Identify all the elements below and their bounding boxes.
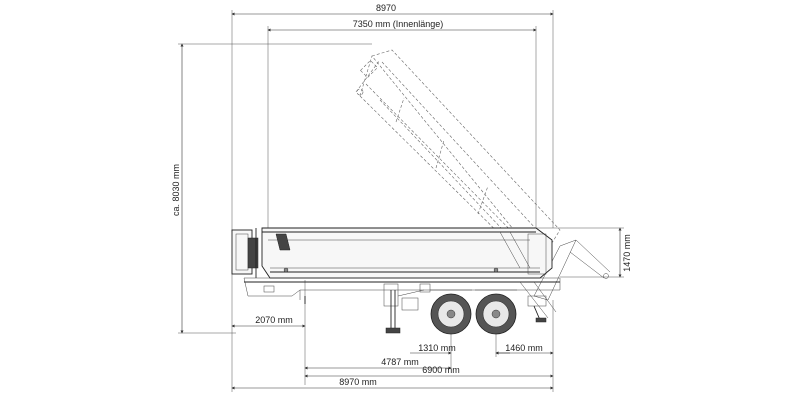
dim-overall-top-label: 8970 [376,3,396,13]
tailgate-open [533,239,611,301]
dim-inner-length-label: 7350 mm (Innenlänge) [353,19,444,29]
wheel-front-axle [430,289,472,335]
dim-side-height-label: 1470 mm [622,234,632,272]
dim-6900: 6900 mm [304,365,554,378]
dim-4787: 4787 mm [304,357,452,370]
dump-body [261,227,553,279]
dim-4787-label: 4787 mm [381,357,419,367]
dim-front-overhang: 2070 mm [231,270,306,392]
dim-inner-length: 7350 mm (Innenlänge) [267,19,537,228]
dim-rear-overhang-label: 1460 mm [505,343,543,353]
front-headboard [231,228,259,278]
dim-overall-bottom-label: 8970 mm [339,377,377,387]
chassis-frame [243,277,561,319]
dim-overall-bottom: 8970 mm [231,377,554,390]
rear-underride-guard [527,295,547,323]
dim-6900-label: 6900 mm [422,365,460,375]
dim-axle-1310-label: 1310 mm [418,343,456,353]
landing-gear [383,283,425,334]
dim-side-height: 1470 mm [530,227,632,278]
wheel-rear-axle [475,289,517,335]
dim-overall-top: 8970 [231,3,554,232]
dim-total-height-label: ca. 8030 mm [171,164,181,216]
dim-front-overhang-label: 2070 mm [255,315,293,325]
dim-total-height: ca. 8030 mm [171,43,372,334]
